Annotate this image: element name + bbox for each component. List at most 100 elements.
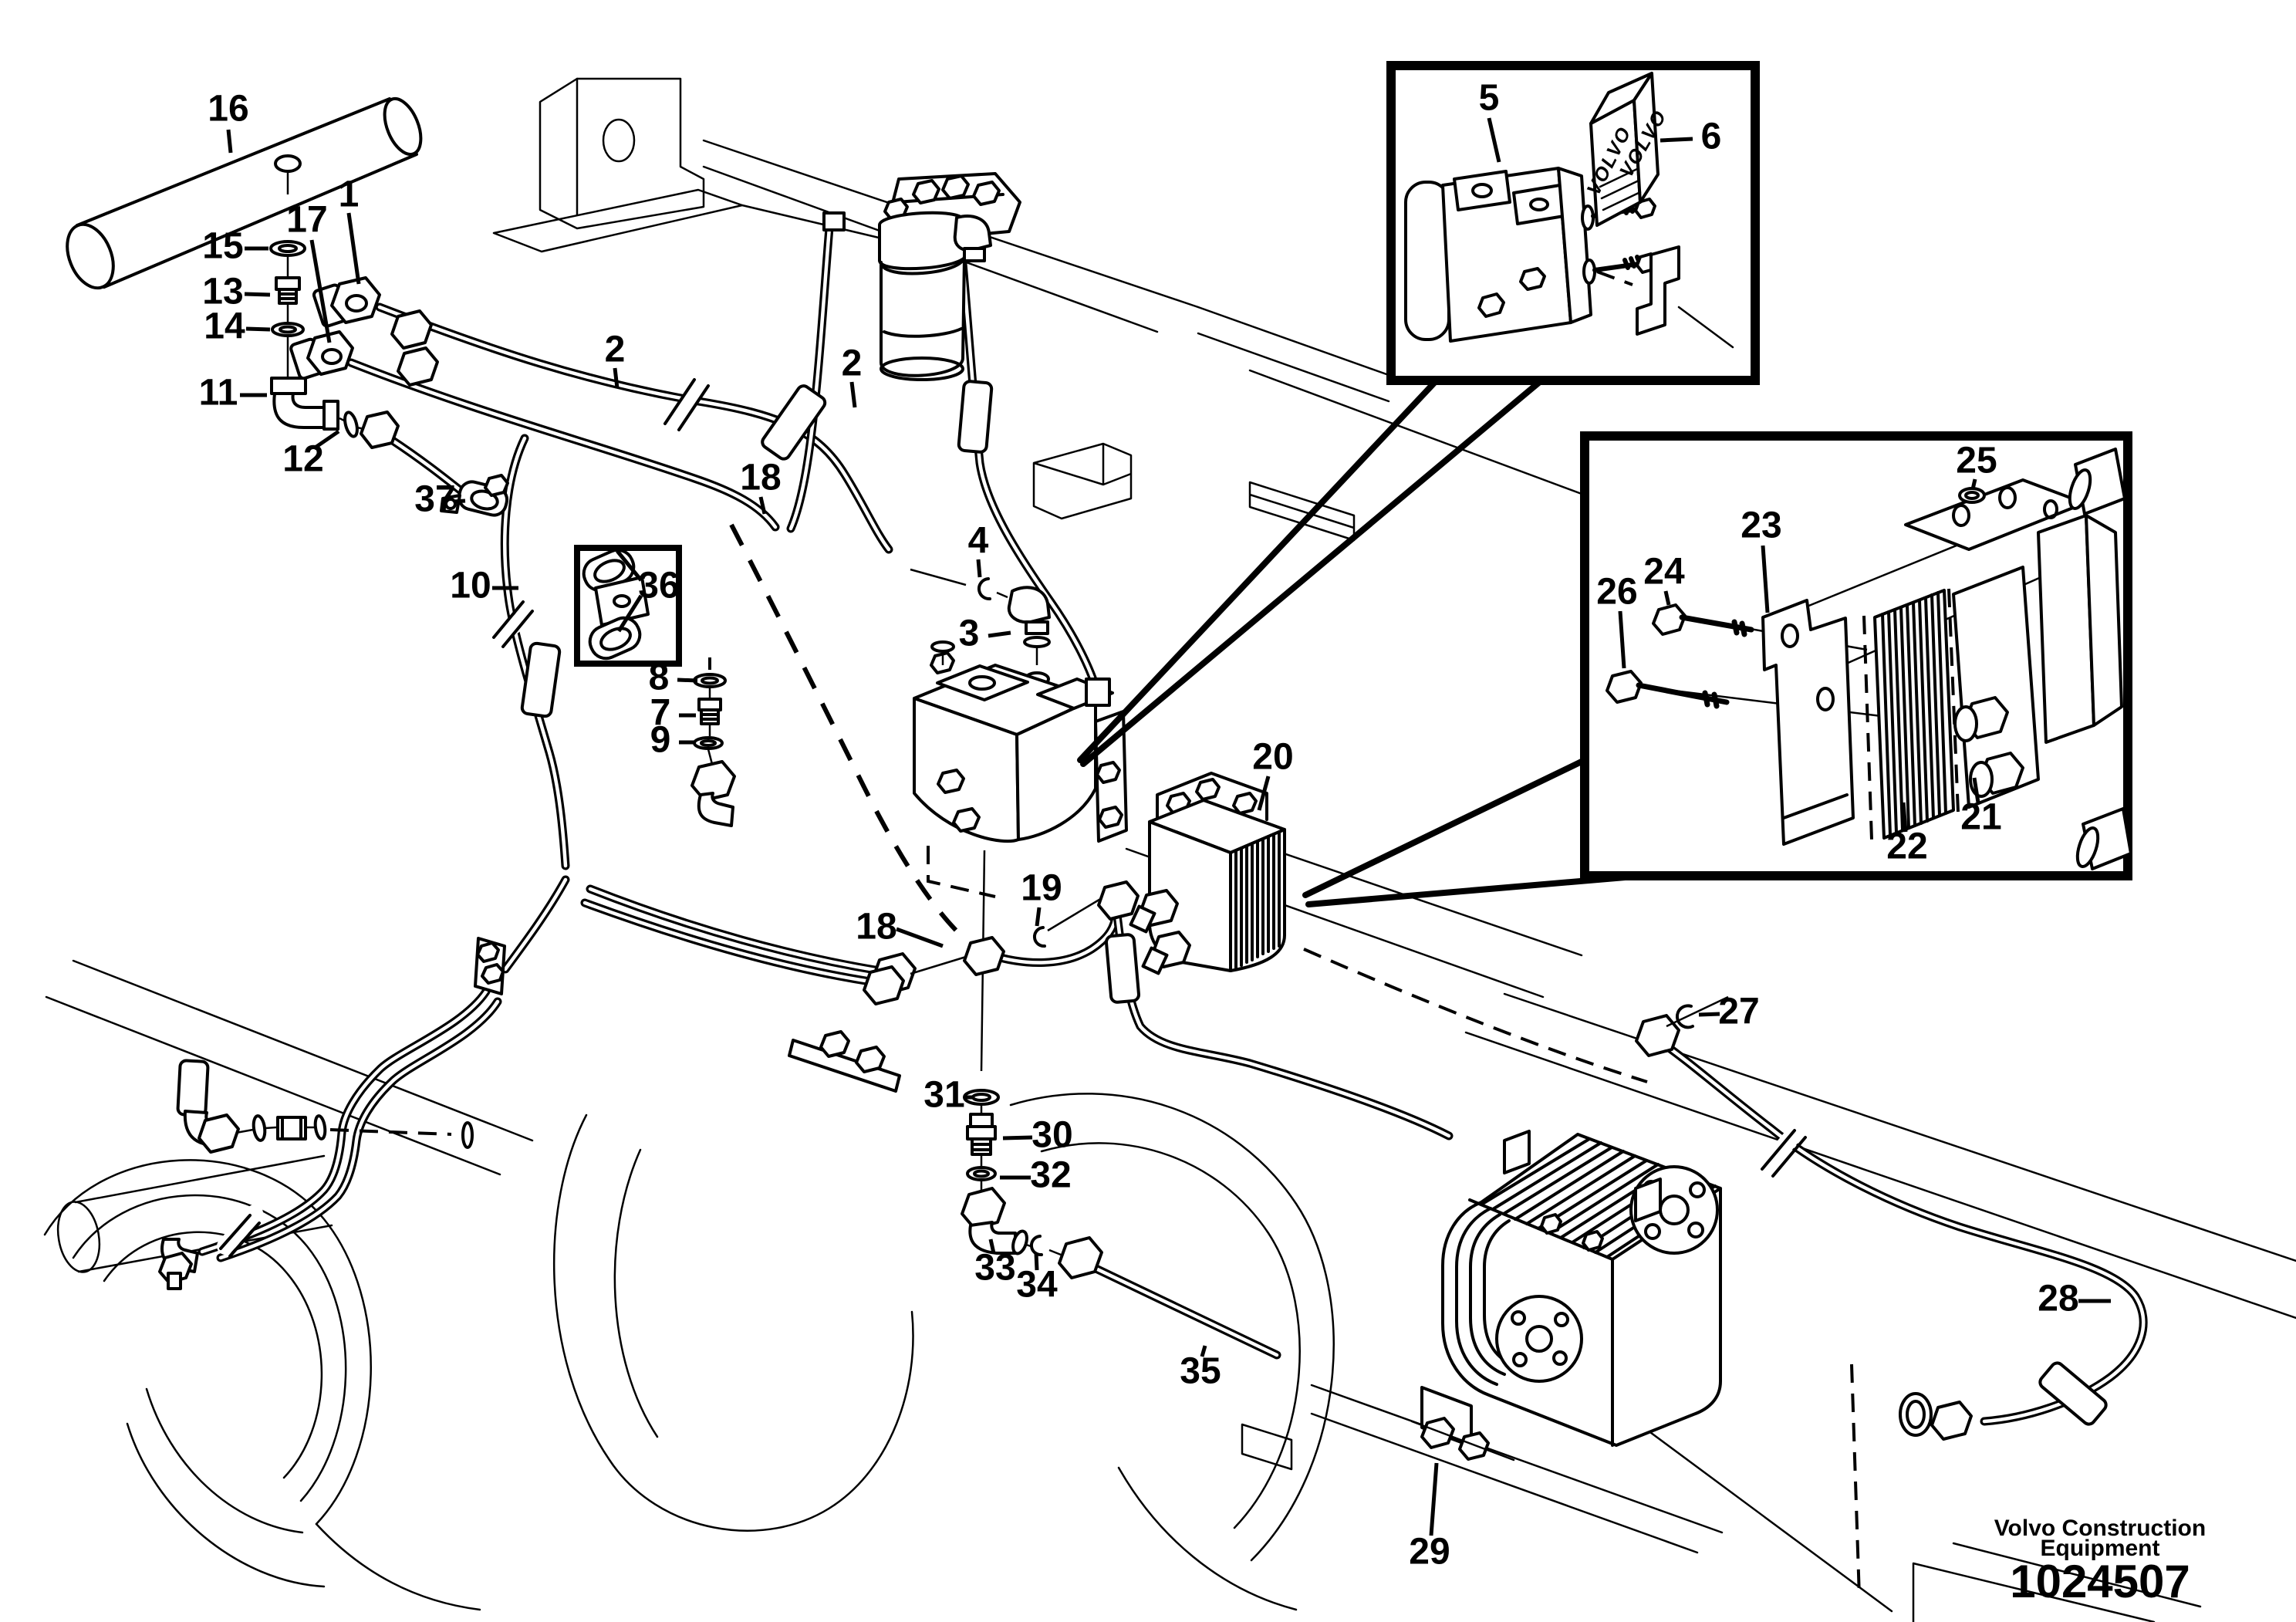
callout-3: 3 [959,613,1011,654]
callout-37: 37 [414,479,466,520]
callout-3-number: 3 [959,613,980,654]
callout-30-leader [1002,1135,1033,1140]
callout-8-leader [677,678,698,683]
callout-8: 8 [649,657,698,698]
callout-12-leader [312,429,340,451]
callout-18: 18 [856,907,944,948]
callout-4: 4 [968,521,989,578]
callout-36: 36 [616,549,680,633]
callout-4-leader [976,559,982,578]
callout-24-number: 24 [1643,552,1685,593]
callout-1-leader [346,212,361,285]
callout-13: 13 [202,272,271,313]
callout-6: 6 [1660,117,1721,157]
callout-29-leader [1429,1462,1439,1536]
callout-18-number: 18 [856,907,896,948]
callout-26-number: 26 [1596,572,1637,613]
volvo-parts-box-6: VOLVO VOLVO [1583,72,1671,227]
stack-7-8-9 [690,657,736,827]
callout-16-leader [226,129,233,154]
callout-1-number: 1 [339,174,360,215]
callout-2-leader [613,367,620,389]
valve-block [913,640,1128,1072]
callout-18-leader [896,927,944,948]
hose-18-run [989,915,1116,962]
callout-20-leader [1257,776,1271,811]
callout-33-number: 33 [974,1248,1015,1289]
hose-filter-left [791,228,829,529]
callout-37-number: 37 [414,479,455,520]
callout-27: 27 [1698,992,1760,1032]
callout-18-leader [758,496,767,515]
callout-11-number: 11 [199,373,238,414]
callout-27-number: 27 [1718,992,1759,1032]
background-frame-lines [43,77,2296,1622]
callout-34: 34 [1016,1252,1058,1306]
callout-19-leader [1035,907,1042,927]
callout-33: 33 [974,1238,1016,1289]
callout-22-leader [1901,802,1908,833]
callout-6-number: 6 [1701,117,1722,157]
callout-27-leader [1698,1012,1720,1017]
callout-23: 23 [1741,505,1782,613]
callout-29: 29 [1409,1462,1450,1573]
callout-5-number: 5 [1479,78,1500,119]
callout-7-number: 7 [650,693,671,734]
callout-20: 20 [1252,737,1294,811]
callout-34-leader [1034,1252,1039,1271]
callout-2-leader [849,381,857,408]
callout-2: 2 [842,343,862,408]
callout-19: 19 [1021,868,1062,927]
callout-9-number: 9 [650,720,671,761]
callout-13-leader [244,292,271,297]
callout-7: 7 [650,693,696,734]
callout-22: 22 [1886,802,1928,867]
callout-37-leader [453,498,466,504]
figure-number: 1024507 [2010,1556,2190,1607]
callout-9: 9 [650,720,696,761]
solenoid-5 [1404,167,1658,343]
pair-end-fittings [863,880,1140,1005]
callout-32: 32 [1000,1155,1072,1196]
callout-25-leader [1970,478,1977,490]
callout-32-number: 32 [1030,1155,1071,1196]
callout-17-number: 17 [286,200,327,241]
footer-brand-line2: Equipment [2041,1536,2160,1561]
callout-21: 21 [1960,777,2002,838]
callout-31-number: 31 [923,1075,964,1116]
left-union-row [183,1110,474,1154]
callout-28-number: 28 [2038,1279,2078,1320]
callout-10-number: 10 [450,566,491,607]
callout-13-number: 13 [202,272,243,313]
callout-36-leader [616,549,643,582]
callout-18: 18 [740,458,782,515]
callout-26: 26 [1596,572,1638,669]
callout-17: 17 [286,200,332,343]
inset-box-kit: VOLVO VOLVO [1077,61,1760,767]
callout-24-leader [1663,590,1671,606]
hoses [176,228,2143,1426]
callout-19-number: 19 [1021,868,1062,909]
callout-16: 16 [208,89,249,154]
callout-6-leader [1660,137,1693,143]
callout-15-number: 15 [202,226,243,267]
hose-break-marks [217,375,1808,1258]
callout-8-number: 8 [649,657,670,698]
callout-35-number: 35 [1180,1351,1221,1392]
callout-16-number: 16 [208,89,248,130]
callout-36-leader [616,594,643,633]
callout-17-leader [309,239,332,343]
callout-11: 11 [199,373,267,414]
fitting-3-4 [910,568,1051,687]
callout-15: 15 [202,226,268,267]
callout-18-number: 18 [740,458,781,498]
callout-34-number: 34 [1016,1265,1058,1306]
callout-33-leader [988,1238,996,1254]
inset-box-cooler [1302,431,2132,907]
callout-12-number: 12 [282,439,323,480]
callout-1: 1 [339,174,361,285]
callout-21-number: 21 [1960,797,2001,838]
callout-22-number: 22 [1886,826,1927,867]
clamp-plates [474,937,901,1093]
